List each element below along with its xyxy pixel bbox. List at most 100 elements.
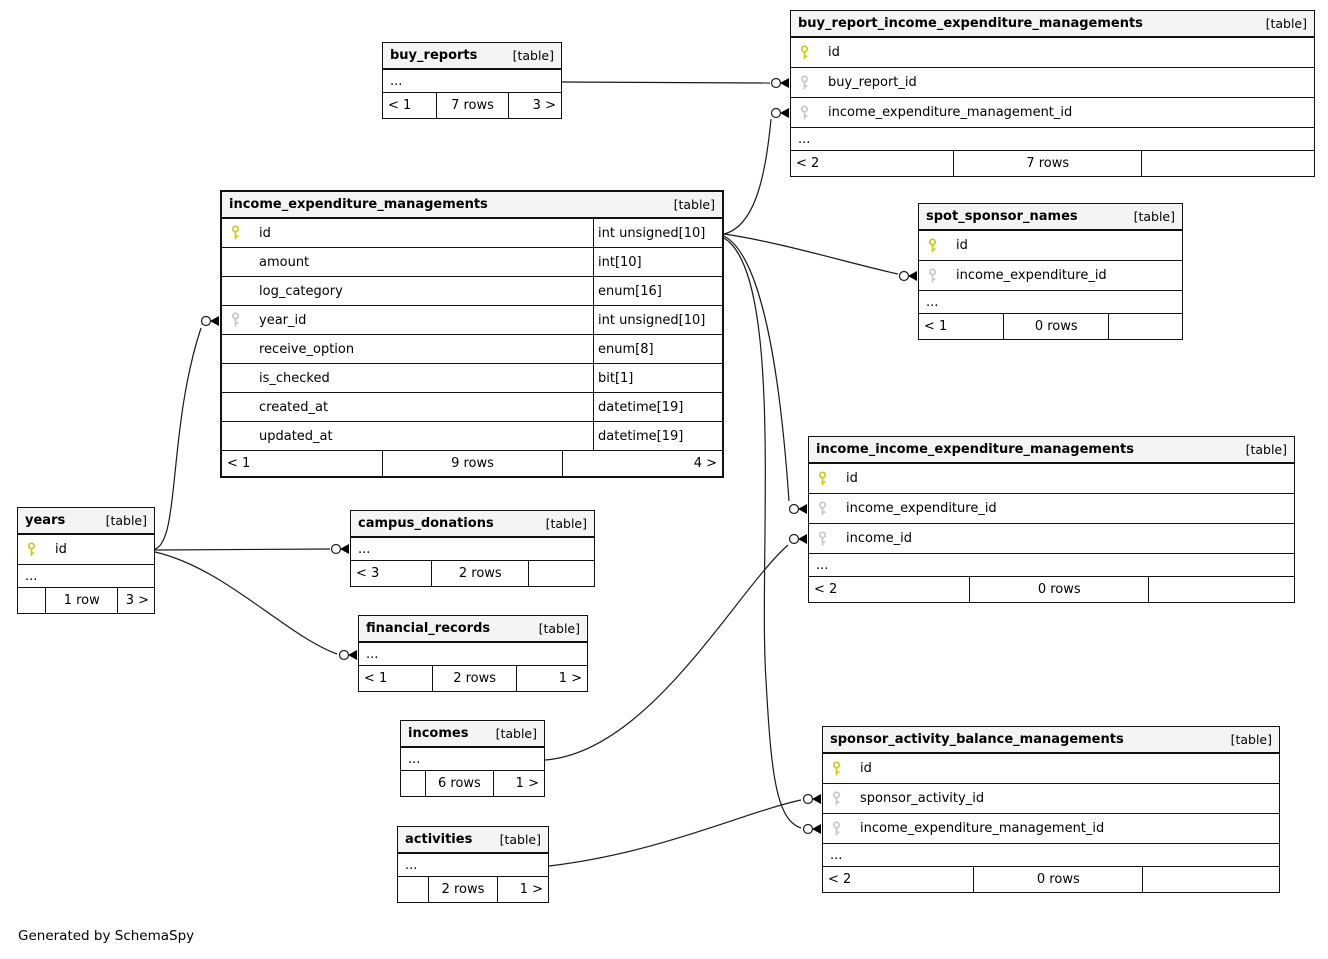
pagination-prev[interactable]: < 2 bbox=[809, 577, 969, 602]
table-header-income_expenditure_managements[interactable]: income_expenditure_managements [table] bbox=[222, 192, 722, 219]
row-count-label: 2 rows bbox=[453, 671, 497, 686]
relationship-activities-to-sponsor_activity_balance_managements.sponsor_activity_id bbox=[548, 793, 821, 867]
column-row-buy_report_id[interactable]: buy_report_id bbox=[791, 68, 1314, 98]
column-row-income_expenditure_id[interactable]: income_expenditure_id bbox=[809, 494, 1294, 524]
column-row-income_id[interactable]: income_id bbox=[809, 524, 1294, 554]
column-name: log_category bbox=[259, 283, 343, 299]
table-header-years[interactable]: years[table] bbox=[18, 508, 154, 535]
table-name[interactable]: spot_sponsor_names bbox=[926, 209, 1078, 224]
pagination-prev[interactable]: < 2 bbox=[791, 151, 953, 176]
column-type: bit[1] bbox=[593, 364, 722, 392]
table-header-buy_reports[interactable]: buy_reports [table] bbox=[383, 43, 561, 70]
row-count: 9 rows bbox=[382, 451, 562, 476]
pagination-prev[interactable]: < 1 bbox=[222, 451, 382, 476]
column-name: created_at bbox=[259, 399, 329, 415]
column-row-id[interactable]: id bbox=[18, 535, 154, 565]
table-header-sponsor_activity_balance_managements[interactable]: sponsor_activity_balance_managements[tab… bbox=[823, 727, 1279, 754]
pagination-next-label: 4 > bbox=[693, 456, 717, 471]
column-row-created_at[interactable]: created_at datetime[19] bbox=[222, 393, 722, 422]
column-row-sponsor_activity_id[interactable]: sponsor_activity_id bbox=[823, 784, 1279, 814]
pagination-next[interactable]: 1 > bbox=[492, 771, 544, 796]
row-count-label: 7 rows bbox=[451, 98, 494, 113]
pagination-prev-label: < 2 bbox=[828, 872, 852, 887]
row-count: 6 rows bbox=[425, 771, 492, 796]
row-count: 2 rows bbox=[431, 666, 516, 691]
table-tag: [table] bbox=[673, 197, 715, 212]
column-row-id[interactable]: id bbox=[919, 231, 1182, 261]
primary-key-icon bbox=[927, 237, 943, 254]
table-header-activities[interactable]: activities[table] bbox=[398, 827, 548, 854]
ellipsis-text: ... bbox=[926, 294, 939, 310]
table-header-incomes[interactable]: incomes[table] bbox=[401, 721, 544, 748]
hidden-columns-ellipsis: ... bbox=[383, 70, 561, 93]
column-type: datetime[19] bbox=[593, 393, 722, 421]
fk-circle-marker bbox=[802, 823, 814, 835]
hidden-columns-ellipsis: ... bbox=[398, 854, 548, 877]
table-name[interactable]: activities bbox=[405, 832, 473, 847]
pagination-prev-label: < 1 bbox=[388, 98, 412, 113]
column-name: income_expenditure_id bbox=[956, 268, 1107, 283]
relationship-income_expenditure_managements.id-to-income_income_expenditure_managements.income_expenditure_id bbox=[723, 235, 807, 515]
table-name[interactable]: income_expenditure_managements bbox=[229, 197, 488, 212]
table-name[interactable]: years bbox=[25, 513, 66, 528]
table-footer: < 1 2 rows 1 > bbox=[359, 666, 587, 691]
table-name[interactable]: buy_report_income_expenditure_management… bbox=[798, 16, 1143, 31]
column-row-id[interactable]: id bbox=[809, 464, 1294, 494]
row-count: 7 rows bbox=[436, 93, 507, 118]
relationship-years.id-to-campus_donations bbox=[154, 543, 349, 555]
row-count: 0 rows bbox=[1003, 314, 1108, 339]
pagination-prev[interactable]: < 1 bbox=[383, 93, 436, 118]
table-name[interactable]: campus_donations bbox=[358, 516, 494, 531]
column-type: datetime[19] bbox=[593, 422, 722, 450]
row-count-label: 0 rows bbox=[1036, 872, 1080, 887]
column-row-income_expenditure_id[interactable]: income_expenditure_id bbox=[919, 261, 1182, 291]
relationship-income_expenditure_managements.id-to-buy_report_income_expenditure_managements.income_expenditure_management_id bbox=[723, 107, 789, 235]
table-header-campus_donations[interactable]: campus_donations[table] bbox=[351, 511, 594, 538]
pagination-next-label: 3 > bbox=[125, 593, 149, 608]
column-row-income_expenditure_management_id[interactable]: income_expenditure_management_id bbox=[791, 98, 1314, 128]
column-row-id[interactable]: id bbox=[791, 38, 1314, 68]
pagination-prev[interactable]: < 1 bbox=[919, 314, 1003, 339]
column-row-income_expenditure_management_id[interactable]: income_expenditure_management_id bbox=[823, 814, 1279, 844]
pagination-next[interactable]: 3 > bbox=[117, 588, 154, 613]
table-header-buy_report_income_expenditure_managements[interactable]: buy_report_income_expenditure_management… bbox=[791, 11, 1314, 38]
pagination-prev[interactable]: < 3 bbox=[351, 561, 431, 586]
row-count-label: 2 rows bbox=[441, 882, 485, 897]
column-row-id[interactable]: id bbox=[823, 754, 1279, 784]
pagination-next[interactable]: 3 > bbox=[507, 93, 561, 118]
table-tag: [table] bbox=[1133, 209, 1175, 224]
table-name[interactable]: incomes bbox=[408, 726, 469, 741]
column-name: amount bbox=[259, 254, 310, 270]
table-header-income_income_expenditure_managements[interactable]: income_income_expenditure_managements[ta… bbox=[809, 437, 1294, 464]
pagination-next[interactable]: 4 > bbox=[562, 451, 722, 476]
pagination-prev-label: < 2 bbox=[796, 156, 820, 171]
pagination-next bbox=[1148, 577, 1294, 602]
table-name[interactable]: sponsor_activity_balance_managements bbox=[830, 732, 1124, 747]
column-type: int unsigned[10] bbox=[593, 306, 722, 334]
table-header-spot_sponsor_names[interactable]: spot_sponsor_names [table] bbox=[919, 204, 1182, 231]
table-header-financial_records[interactable]: financial_records[table] bbox=[359, 616, 587, 643]
row-count-label: 0 rows bbox=[1037, 582, 1081, 597]
pagination-next[interactable]: 1 > bbox=[497, 877, 548, 902]
foreign-key-icon bbox=[799, 74, 815, 91]
ellipsis-text: ... bbox=[358, 541, 371, 557]
column-name: receive_option bbox=[259, 341, 355, 357]
table-name[interactable]: buy_reports bbox=[390, 48, 478, 63]
table-name[interactable]: financial_records bbox=[366, 621, 491, 636]
pagination-next-label: 1 > bbox=[558, 671, 582, 686]
table-name[interactable]: income_income_expenditure_managements bbox=[816, 442, 1134, 457]
fk-arrowhead bbox=[798, 534, 807, 544]
table-tag: [table] bbox=[512, 48, 554, 63]
pagination-prev[interactable]: < 1 bbox=[359, 666, 432, 691]
foreign-key-icon bbox=[799, 104, 815, 121]
pagination-prev[interactable]: < 2 bbox=[823, 867, 973, 892]
pagination-next[interactable]: 1 > bbox=[516, 666, 587, 691]
column-name: id bbox=[846, 471, 858, 486]
